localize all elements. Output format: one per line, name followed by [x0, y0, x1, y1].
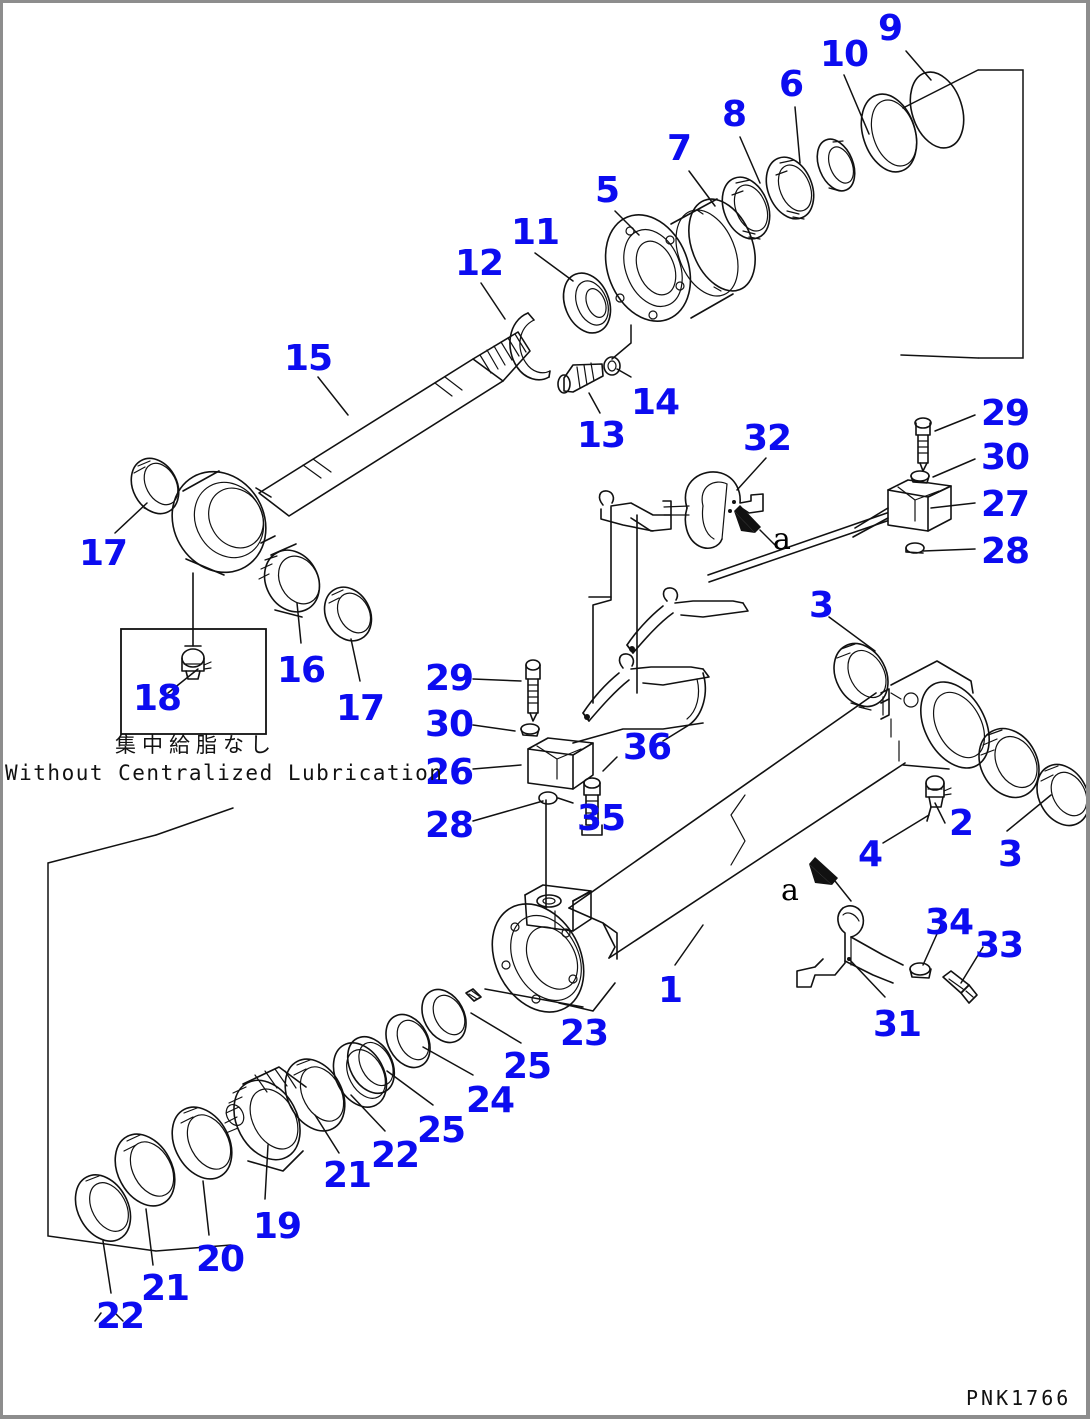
seal-part-8 [721, 176, 771, 240]
part-callout-16: 16 [277, 650, 326, 691]
cylinder-head-part-5 [604, 198, 756, 322]
part-callout-17: 17 [336, 688, 385, 729]
part-callout-2: 2 [949, 803, 974, 844]
ring-part-22-b [74, 1174, 132, 1242]
part-callout-26: 26 [425, 752, 474, 793]
bushing-part-3-upper [833, 642, 889, 711]
part-callout-34: 34 [925, 902, 974, 943]
part-callout-22: 22 [96, 1296, 145, 1337]
bushing-part-3-right [978, 727, 1086, 827]
part-callout-10: 10 [820, 34, 869, 75]
bolt-part-13 [557, 362, 604, 394]
part-callout-7: 7 [667, 128, 692, 169]
part-callout-1: 1 [658, 970, 683, 1011]
part-callout-22: 22 [371, 1135, 420, 1176]
group-bracket-upper-right [900, 69, 1024, 359]
part-callout-15: 15 [284, 338, 333, 379]
ring-part-25-a [421, 988, 467, 1044]
part-callout-18: 18 [133, 678, 182, 719]
part-callout-28: 28 [981, 531, 1030, 572]
part-callout-28: 28 [425, 805, 474, 846]
ring-part-24 [385, 1013, 431, 1069]
part-callout-3: 3 [809, 585, 834, 626]
bushing-part-6 [765, 156, 815, 220]
part-callout-13: 13 [577, 415, 626, 456]
part-callout-11: 11 [511, 212, 560, 253]
section-marker-a: a [781, 873, 799, 908]
grease-fitting-part-4 [925, 775, 952, 822]
part-callout-20: 20 [196, 1239, 245, 1280]
part-callout-17: 17 [79, 533, 128, 574]
clamp-part-32 [684, 471, 764, 549]
bushing-part-17-left [130, 457, 180, 515]
bushing-part-16 [258, 543, 321, 618]
part-callout-6: 6 [779, 64, 804, 105]
part-callout-29: 29 [981, 393, 1030, 434]
part-callout-9: 9 [878, 8, 903, 49]
note-english: Without Centralized Lubrication [5, 761, 444, 785]
piston-rod-part-15 [171, 331, 531, 576]
part-callout-8: 8 [722, 94, 747, 135]
o-ring-part-10 [816, 138, 856, 192]
part-callout-5: 5 [595, 170, 620, 211]
washer-part-14 [603, 324, 632, 376]
part-callout-25: 25 [503, 1046, 552, 1087]
part-callout-23: 23 [560, 1013, 609, 1054]
leader-lines [94, 50, 1052, 1322]
part-callout-4: 4 [858, 834, 883, 875]
part-callout-25: 25 [417, 1110, 466, 1151]
part-callout-35: 35 [577, 798, 626, 839]
ring-part-21-b [114, 1133, 176, 1207]
part-callout-33: 33 [975, 925, 1024, 966]
bracket-block-part-27 [852, 417, 952, 554]
grease-fitting-part-18 [120, 572, 267, 735]
clamp-group-part-36 [520, 490, 749, 909]
part-callout-21: 21 [323, 1155, 372, 1196]
ring-part-20 [171, 1106, 233, 1180]
part-callout-36: 36 [623, 727, 672, 768]
part-callout-24: 24 [466, 1080, 515, 1121]
part-callout-12: 12 [455, 243, 504, 284]
piston-seal-stack-fittings [465, 988, 482, 1002]
part-callout-29: 29 [425, 658, 474, 699]
seal-part-11 [562, 272, 612, 334]
note-japanese: 集中給脂なし [115, 733, 277, 757]
section-arrows [734, 505, 852, 902]
drawing-number: PNK1766 [966, 1386, 1072, 1410]
group-bracket-lower-left [47, 807, 234, 1252]
technical-illustration: .ln { fill:none; stroke:#111; stroke-wid… [47, 50, 1086, 1322]
section-marker-a: a [773, 522, 791, 557]
part-callout-27: 27 [981, 484, 1030, 525]
part-callout-32: 32 [743, 418, 792, 459]
part-callout-30: 30 [981, 437, 1030, 478]
part-callout-14: 14 [631, 382, 680, 423]
cylinder-tube-part-1 [491, 660, 990, 1013]
snap-ring-part-12 [509, 312, 551, 381]
part-callout-3: 3 [998, 834, 1023, 875]
bushing-part-17-right [323, 586, 373, 642]
part-callout-19: 19 [253, 1206, 302, 1247]
ring-part-25-b [346, 1035, 396, 1095]
part-callout-21: 21 [141, 1268, 190, 1309]
part-callout-31: 31 [873, 1004, 922, 1045]
part-callout-30: 30 [425, 704, 474, 745]
piston-part-19 [224, 1066, 307, 1172]
